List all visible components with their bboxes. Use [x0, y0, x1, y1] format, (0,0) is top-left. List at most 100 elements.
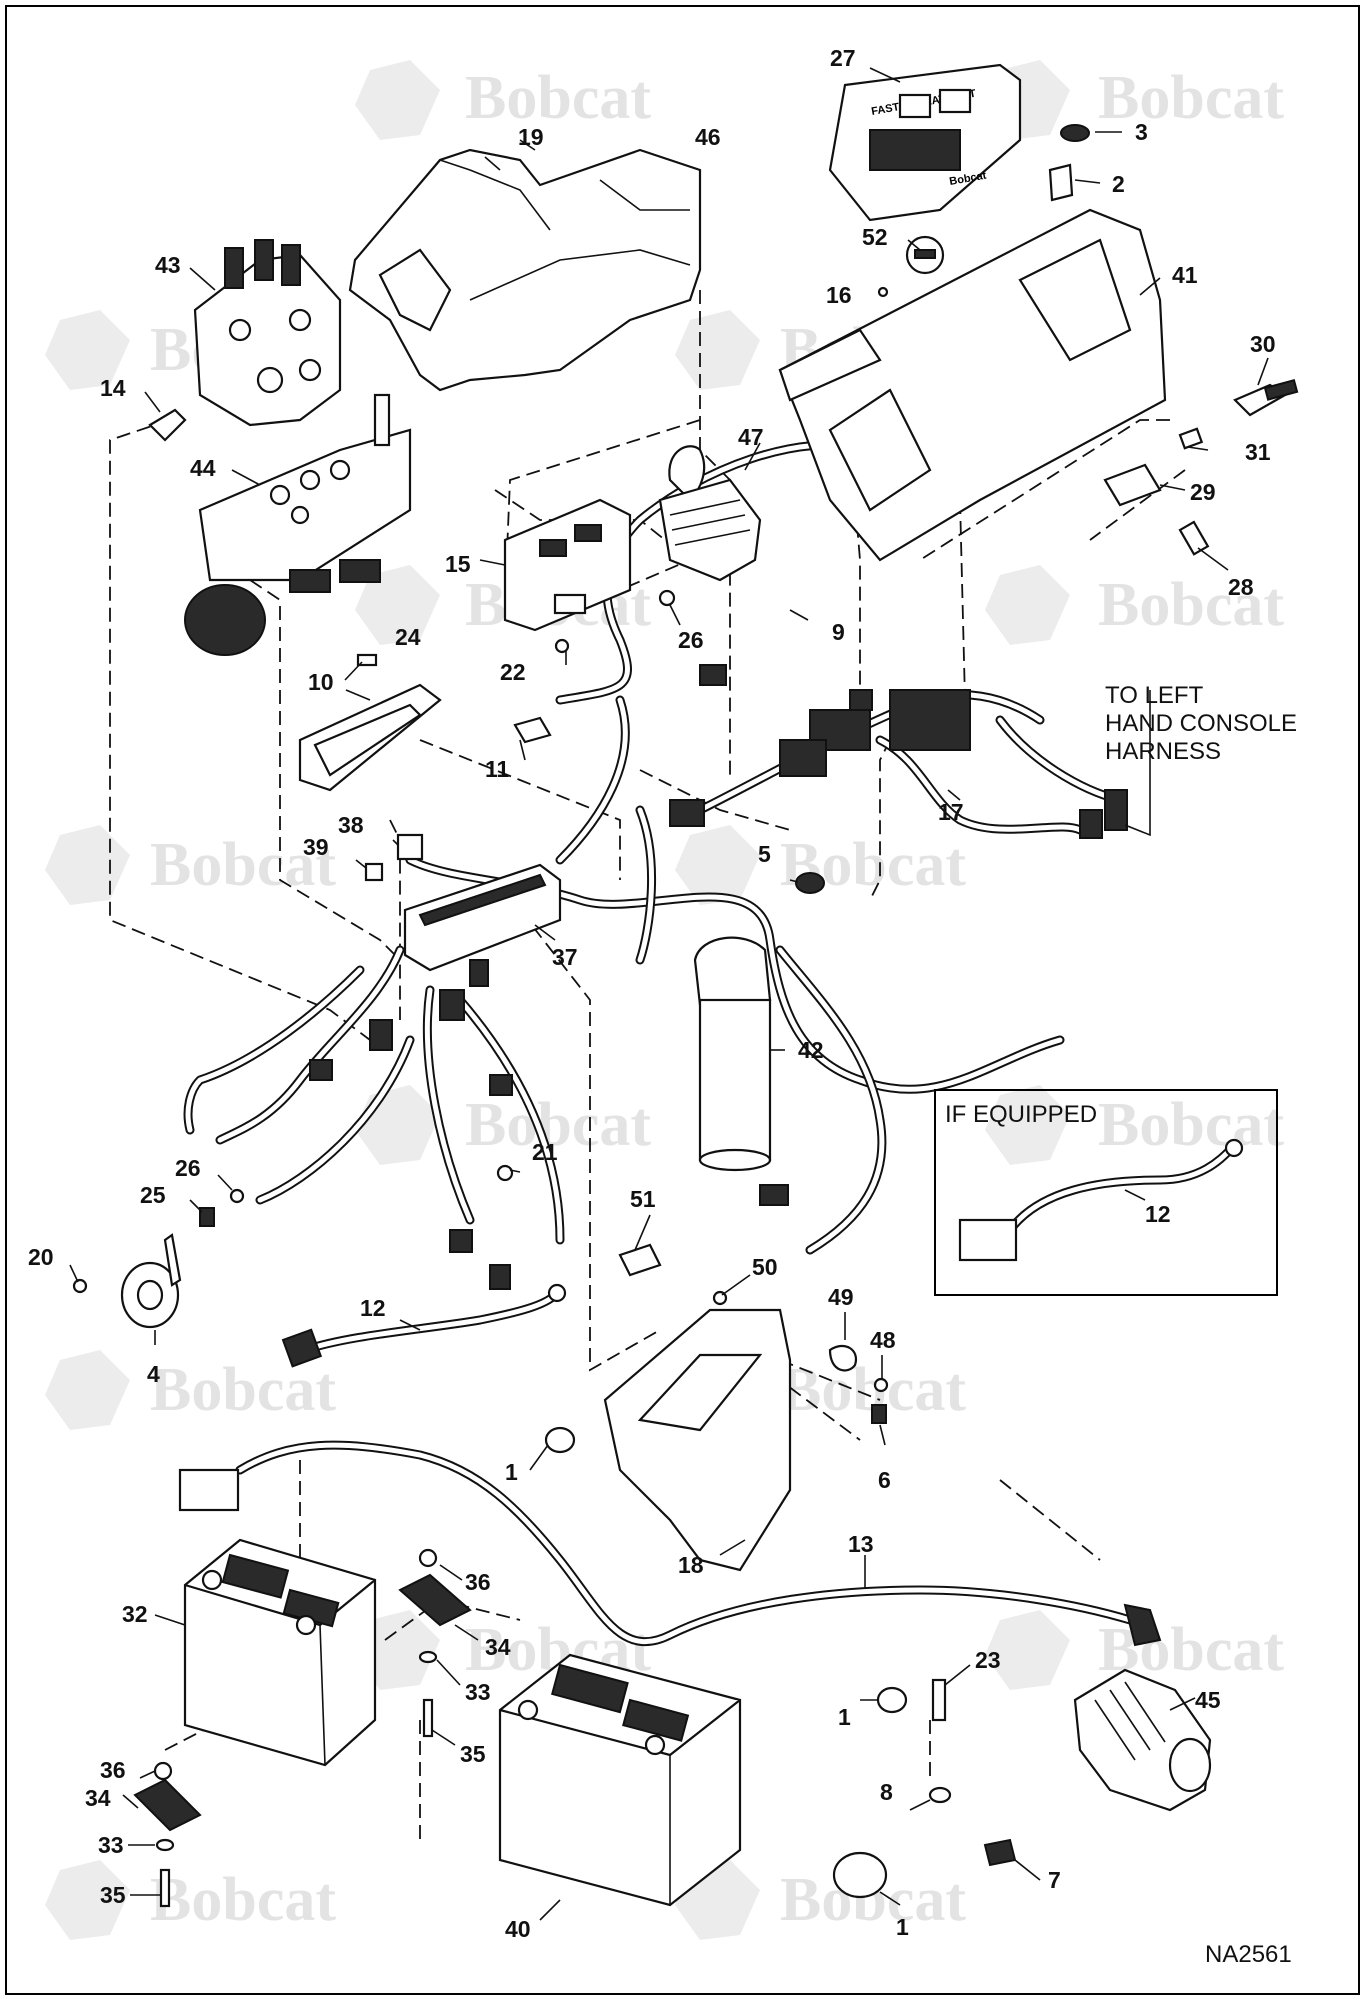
callout-50: 50 — [752, 1254, 778, 1280]
callout-1-middle: 1 — [838, 1704, 851, 1730]
key-slot — [914, 249, 936, 259]
callout-17: 17 — [938, 799, 964, 825]
part-11-switch — [513, 716, 552, 744]
callout-16: 16 — [826, 282, 852, 308]
part-36-nut-lower — [153, 1761, 173, 1781]
part-29-switch — [1103, 463, 1162, 507]
part-15-controller — [503, 498, 632, 632]
callout-3: 3 — [1135, 119, 1148, 145]
connector — [289, 569, 331, 593]
callout-45: 45 — [1195, 1687, 1221, 1713]
svg-text:Bobcat: Bobcat — [1098, 64, 1284, 132]
part-51-sensor — [618, 1243, 662, 1277]
callout-36-lower: 36 — [100, 1757, 126, 1783]
valve-spool — [281, 244, 301, 286]
note-line-1: TO LEFT — [1105, 682, 1204, 709]
valve-spool — [224, 247, 244, 289]
part-20-bolt — [72, 1278, 88, 1294]
part-49-clamp — [828, 1344, 858, 1372]
callout-39: 39 — [303, 834, 329, 860]
watermark: Bobcat — [985, 565, 1284, 645]
solenoid — [373, 393, 391, 447]
part-39-fuse — [364, 862, 384, 882]
cable-boot — [178, 1468, 240, 1512]
callout-1-lower: 1 — [896, 1914, 909, 1940]
note-left-console: TO LEFT HAND CONSOLE HARNESS — [1105, 682, 1297, 765]
part-18-bracket — [603, 1308, 792, 1572]
part-26-nut — [229, 1188, 245, 1204]
part-34-hold-down-upper — [398, 1573, 472, 1627]
callout-33-lower: 33 — [98, 1832, 124, 1858]
part-47-joystick — [658, 445, 762, 582]
part-35-bolt-lower — [159, 1868, 171, 1908]
part-42-filter — [693, 936, 772, 1172]
part-4-horn — [120, 1233, 182, 1329]
part-1-tie-lower — [832, 1851, 888, 1899]
valve-spool — [254, 239, 274, 281]
callout-49: 49 — [828, 1284, 854, 1310]
watermark: Bobcat — [675, 1860, 966, 1940]
panel-switch-grid — [869, 129, 961, 171]
part-22-bolt — [554, 638, 570, 654]
svg-text:Bobcat: Bobcat — [465, 1091, 651, 1159]
connector — [439, 989, 465, 1021]
part-30-sensor — [1233, 379, 1299, 417]
part-31-plug — [1178, 427, 1204, 450]
note-line-2: HAND CONSOLE — [1105, 710, 1297, 737]
callout-31: 31 — [1245, 439, 1271, 465]
part-46-cab-frame — [348, 148, 702, 392]
watermark: Bobcat — [355, 60, 651, 140]
inset-callout: 12 — [1145, 1201, 1171, 1227]
callout-11: 11 — [485, 756, 510, 782]
part-7-clip — [983, 1838, 1017, 1867]
callout-21: 21 — [532, 1139, 558, 1165]
part-5-grommet — [795, 872, 825, 894]
connector — [759, 1184, 789, 1206]
part-38-relay — [396, 833, 424, 861]
connector — [489, 1264, 511, 1290]
part-1-tie-middle — [876, 1686, 908, 1714]
callout-41: 41 — [1172, 262, 1198, 288]
part-3-knob — [1060, 124, 1090, 142]
connector — [489, 1074, 513, 1096]
watermark: Bobcat — [45, 1350, 336, 1430]
svg-text:Bobcat: Bobcat — [150, 831, 336, 899]
callout-22: 22 — [500, 659, 526, 685]
part-40-battery — [498, 1653, 742, 1907]
callout-26-lower: 26 — [175, 1155, 201, 1181]
inset-box — [934, 1089, 1278, 1296]
panel-gauge — [938, 88, 972, 114]
connector — [849, 689, 873, 711]
callout-34-lower: 34 — [85, 1785, 111, 1811]
note-line-3: HARNESS — [1105, 738, 1221, 765]
callout-48: 48 — [870, 1327, 896, 1353]
connector — [339, 559, 381, 583]
part-37-fuse-box — [403, 863, 562, 972]
callout-37: 37 — [552, 944, 578, 970]
part-45-starter — [1073, 1668, 1212, 1812]
connector — [1104, 789, 1128, 831]
callout-7: 7 — [1048, 1867, 1061, 1893]
callout-18: 18 — [678, 1552, 704, 1578]
part-28-plug — [1178, 520, 1210, 556]
connector — [779, 739, 827, 777]
connector — [1079, 809, 1103, 839]
part-33-washer-upper — [418, 1650, 438, 1664]
part-23-bolt — [931, 1678, 947, 1722]
callout-42: 42 — [798, 1037, 824, 1063]
svg-text:Bobcat: Bobcat — [150, 1356, 336, 1424]
callout-44: 44 — [190, 455, 216, 481]
callout-33-upper: 33 — [465, 1679, 491, 1705]
callout-38: 38 — [338, 812, 364, 838]
callout-43: 43 — [155, 252, 181, 278]
callout-9: 9 — [832, 619, 845, 645]
part-8-nut — [928, 1786, 952, 1804]
svg-text:Bobcat: Bobcat — [465, 64, 651, 132]
part-21-screw — [496, 1164, 514, 1182]
watermark: Bobcat — [45, 1860, 336, 1940]
accumulator — [184, 584, 266, 656]
inset-title: IF EQUIPPED — [945, 1101, 1097, 1128]
callout-12: 12 — [360, 1295, 386, 1321]
part-43-control-valve — [193, 239, 342, 427]
